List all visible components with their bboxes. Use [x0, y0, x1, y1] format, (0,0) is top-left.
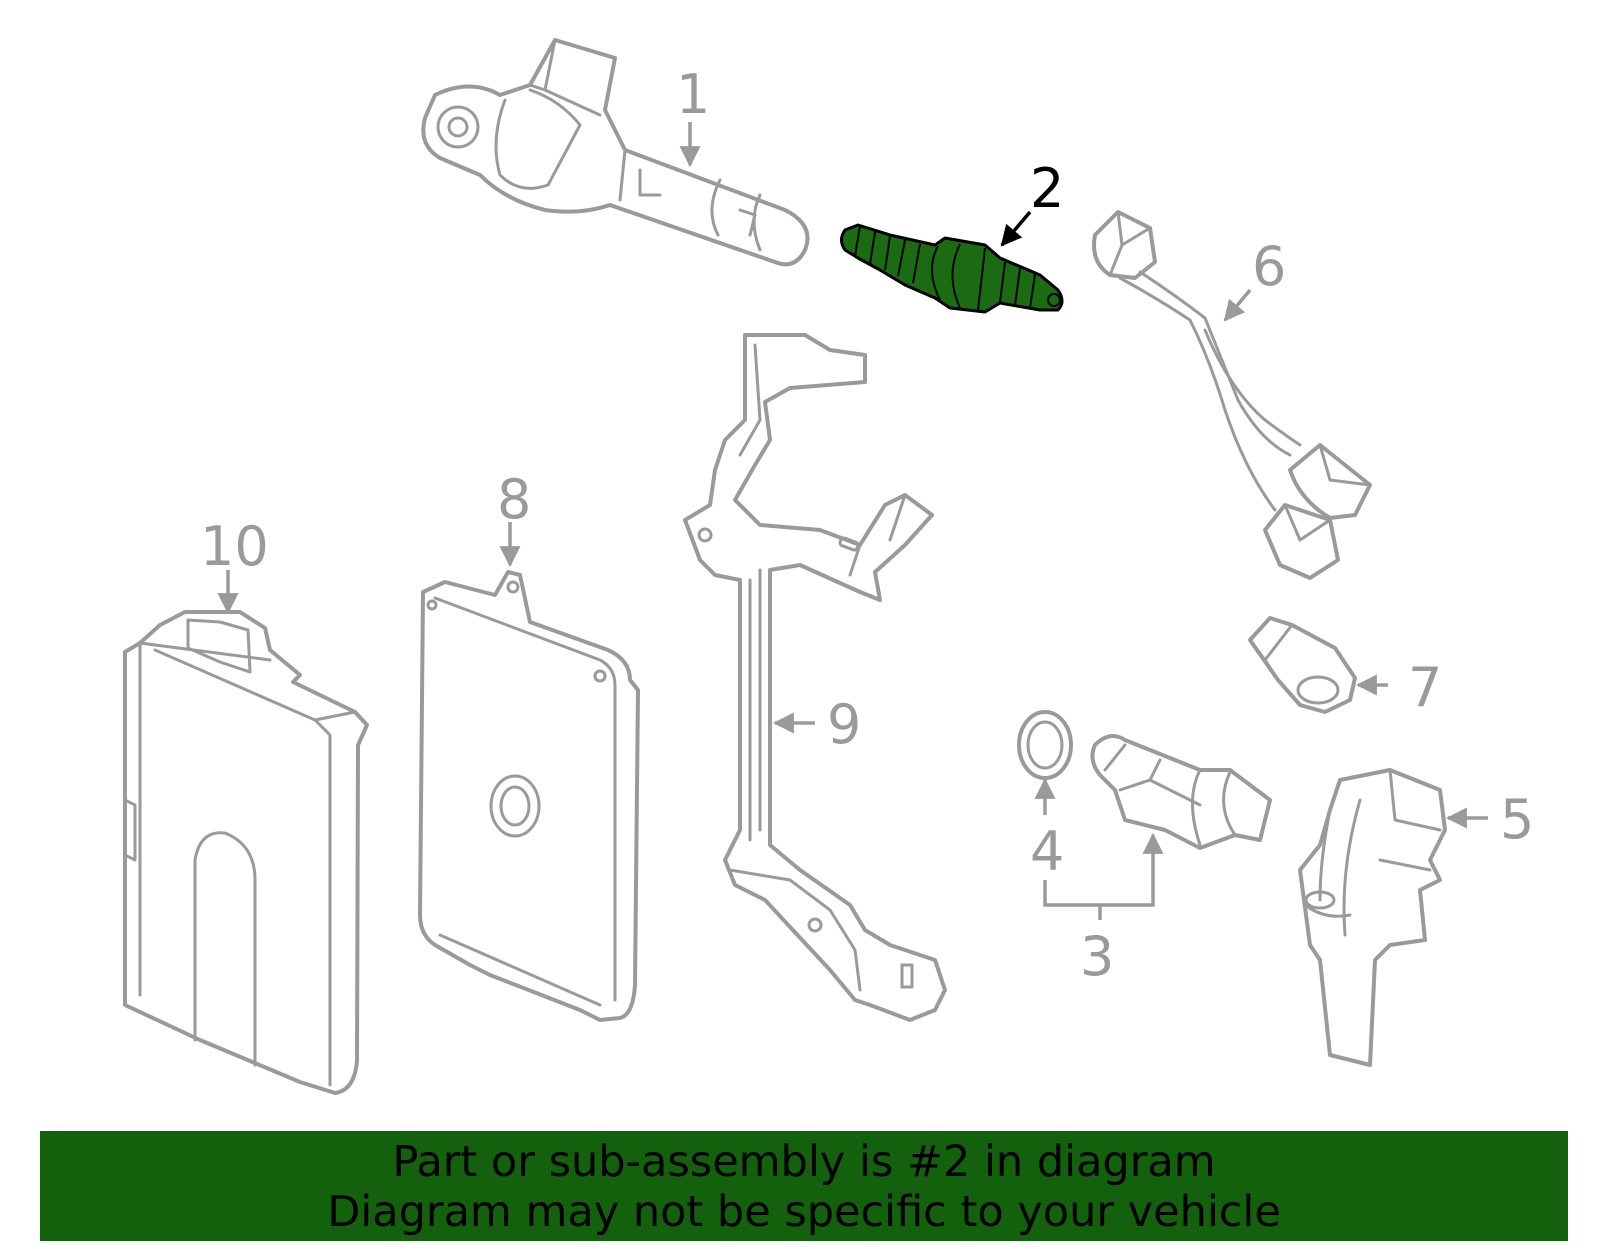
- part-3-sensor[interactable]: [1090, 734, 1272, 850]
- part-10-ecu-cover[interactable]: [123, 610, 369, 1095]
- part-4-o-ring[interactable]: [1017, 710, 1073, 780]
- part-6-sub-harness[interactable]: [1092, 210, 1372, 580]
- leader-lines: [217, 122, 1488, 920]
- callout-5: 5: [1500, 788, 1534, 851]
- part-7-knock-sensor[interactable]: [1248, 616, 1357, 714]
- callout-2: 2: [1030, 157, 1064, 220]
- callout-labels: 1 2 3 4 5 6 7 8 9 10: [200, 63, 1534, 988]
- callout-6: 6: [1252, 235, 1286, 298]
- part-1-ignition-coil[interactable]: [421, 38, 810, 267]
- part-8-ecu[interactable]: [418, 570, 640, 1022]
- callout-3: 3: [1080, 925, 1114, 988]
- leader-6: [1223, 288, 1252, 322]
- banner-line-1: Part or sub-assembly is #2 in diagram: [392, 1137, 1216, 1187]
- part-2-spark-plug[interactable]: [840, 223, 1064, 314]
- callout-8: 8: [497, 468, 531, 531]
- leader-2: [1000, 210, 1032, 247]
- banner-line-2: Diagram may not be specific to your vehi…: [327, 1187, 1281, 1237]
- info-banner: Part or sub-assembly is #2 in diagram Di…: [40, 1131, 1568, 1241]
- part-5-sensor-bracket[interactable]: [1298, 768, 1447, 1067]
- callout-10: 10: [200, 515, 269, 578]
- callout-7: 7: [1408, 656, 1442, 719]
- callout-9: 9: [827, 693, 861, 756]
- callout-1: 1: [676, 63, 710, 126]
- callout-4: 4: [1030, 820, 1064, 883]
- part-9-bracket[interactable]: [683, 333, 947, 1022]
